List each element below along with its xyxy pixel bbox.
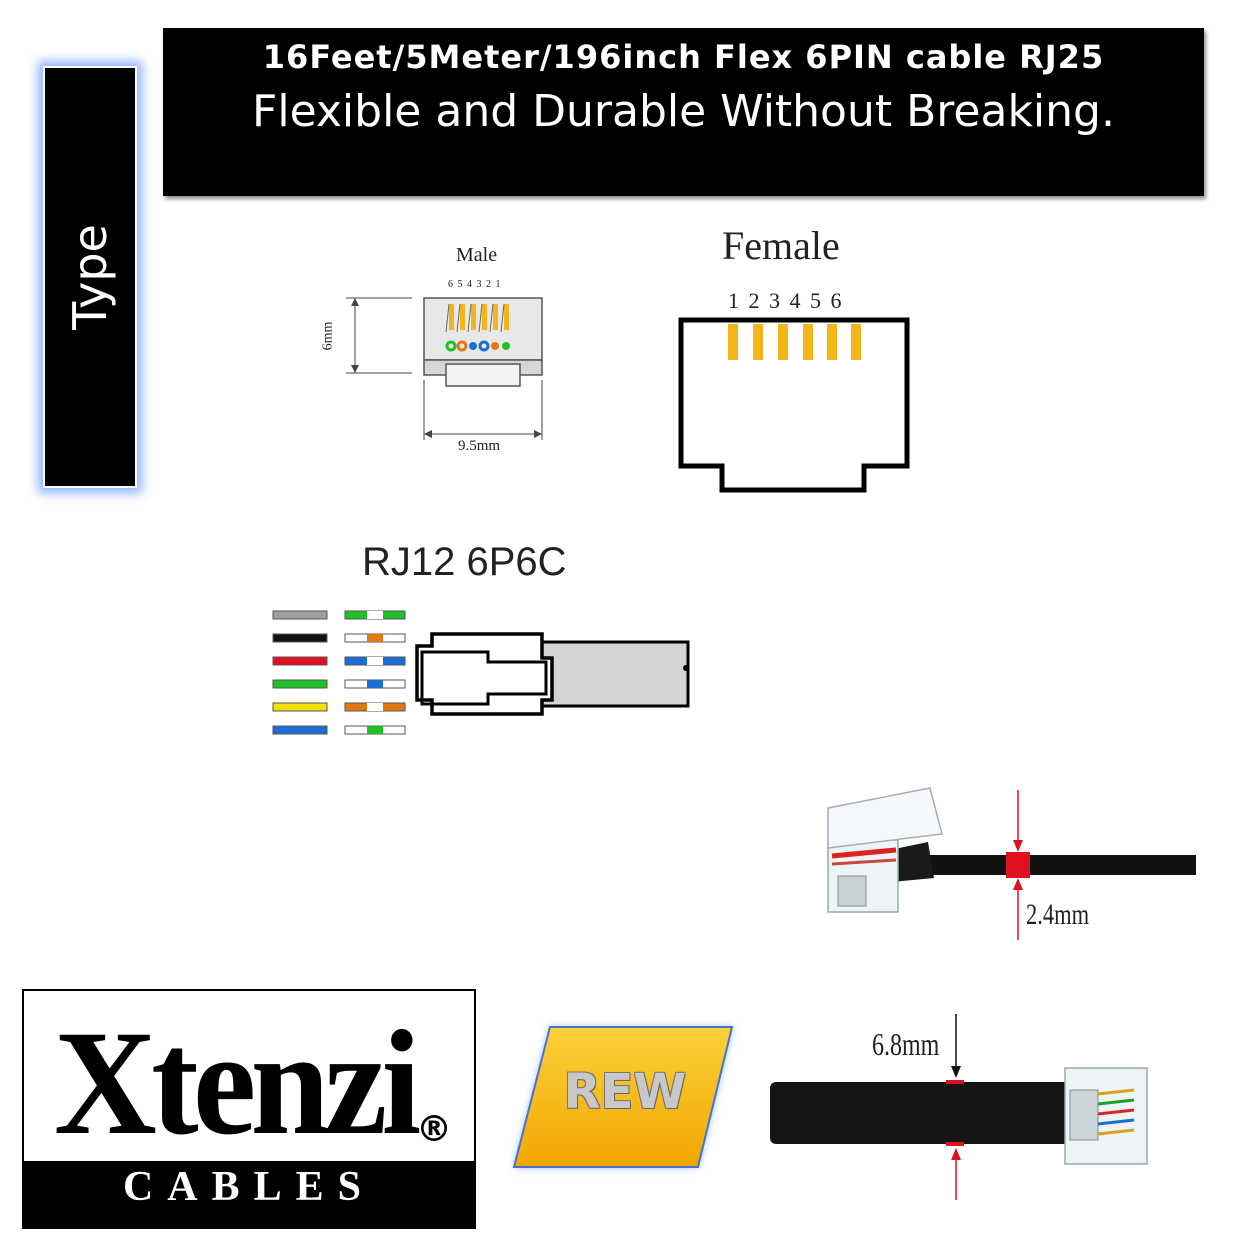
rj12-title: RJ12 6P6C bbox=[362, 540, 567, 584]
female-pin-numbers: 1 2 3 4 5 6 bbox=[728, 288, 844, 313]
logo-tagline: CABLES bbox=[122, 1164, 376, 1210]
flat-cable-drawing bbox=[770, 1014, 1148, 1200]
wire-swatch-red bbox=[272, 656, 328, 666]
wire-swatch-grey bbox=[272, 610, 328, 620]
male-pin-numbers: 6 5 4 3 2 1 bbox=[448, 279, 502, 290]
type-panel: Type bbox=[43, 66, 137, 488]
xtenzi-logo: Xtenzi ® CABLES bbox=[22, 989, 476, 1229]
wire-swatch-green bbox=[272, 679, 328, 689]
rj12-plug-outline bbox=[415, 632, 554, 716]
round-cable-illustration: 2.4mm bbox=[810, 768, 1200, 948]
wire-swatch-yellow bbox=[272, 702, 328, 712]
header-subtitle: Flexible and Durable Without Breaking. bbox=[252, 86, 1115, 137]
rew-badge-label: REW bbox=[563, 1064, 687, 1120]
male-label: Male bbox=[456, 244, 498, 266]
wire-swatch-black bbox=[272, 633, 328, 643]
flat-cable-width-label: 6.8mm bbox=[872, 1026, 940, 1062]
male-height-label: 6mm bbox=[320, 321, 336, 351]
rj12-wiring-diagram bbox=[272, 610, 690, 735]
header-title: 16Feet/5Meter/196inch Flex 6PIN cable RJ… bbox=[262, 38, 1105, 76]
round-cable-drawing bbox=[827, 787, 1196, 940]
wire-swatch-blue bbox=[272, 725, 328, 735]
solid-wire-swatches bbox=[272, 610, 328, 735]
logo-band bbox=[24, 1161, 474, 1227]
male-connector-diagram: Male 6 5 4 3 2 1 6mm bbox=[320, 240, 560, 460]
rew-badge bbox=[512, 1026, 734, 1168]
female-label: Female bbox=[722, 223, 840, 268]
male-connector-drawing bbox=[346, 297, 543, 440]
female-connector-diagram: Female 1 2 3 4 5 6 bbox=[676, 222, 912, 494]
header-banner: 16Feet/5Meter/196inch Flex 6PIN cable RJ… bbox=[163, 28, 1204, 196]
female-connector-drawing bbox=[678, 317, 910, 493]
male-width-label: 9.5mm bbox=[458, 438, 501, 454]
flat-cable-illustration: 6.8mm bbox=[760, 1010, 1160, 1200]
registered-mark-icon: ® bbox=[416, 1109, 452, 1150]
striped-wire-swatches bbox=[344, 610, 406, 735]
type-label: Type bbox=[63, 224, 117, 330]
logo-wordmark: Xtenzi bbox=[54, 1000, 421, 1166]
round-cable-diameter-label: 2.4mm bbox=[1026, 898, 1090, 931]
